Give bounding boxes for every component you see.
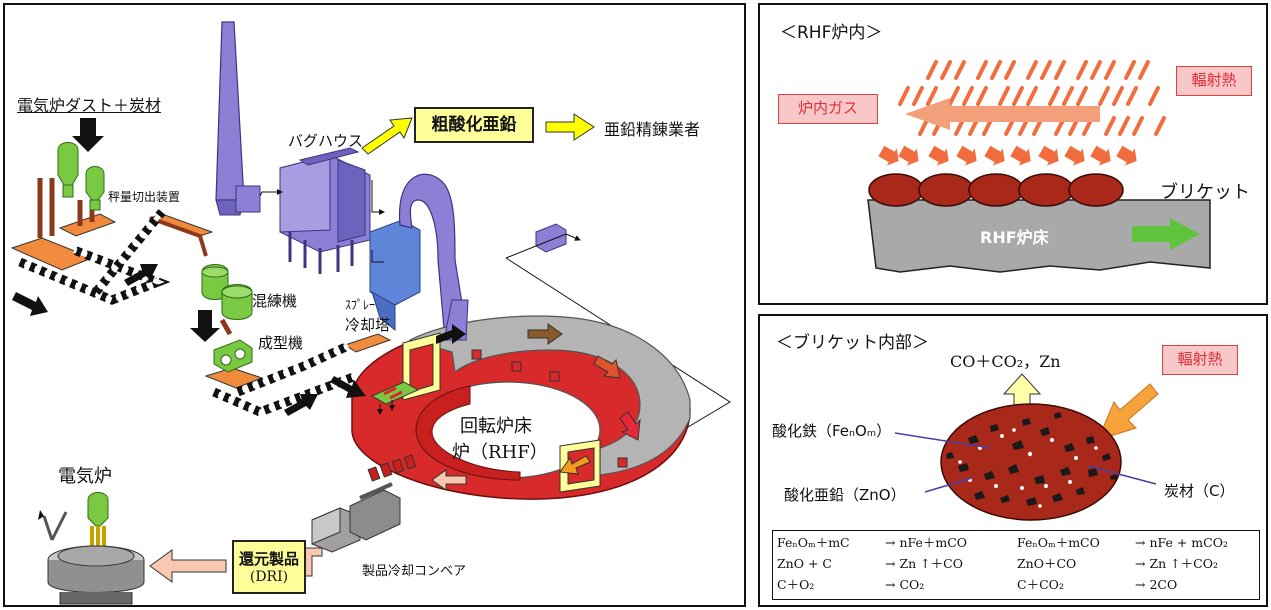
weigher-label: 秤量切出装置 bbox=[108, 190, 181, 204]
process-illustration bbox=[10, 21, 731, 605]
offgas-label: CO＋CO₂，Zn bbox=[950, 352, 1061, 371]
dri-label-1: 還元製品 bbox=[238, 550, 299, 568]
equation-4-lhs: ZnO＋CO bbox=[1017, 556, 1077, 571]
dri-label-2: (DRI) bbox=[249, 569, 289, 585]
equation-6-rhs: → 2CO bbox=[1135, 577, 1178, 592]
reaction-equations: FeₙOₘ＋mC → nFe＋mCO FeₙOₘ＋mCO → nFe + mCO… bbox=[772, 530, 1260, 600]
material-flow-arrows bbox=[12, 118, 466, 416]
spray-label-2: 冷却塔 bbox=[345, 316, 391, 334]
dri-box: 還元製品 (DRI) bbox=[232, 540, 306, 594]
pointer-lines bbox=[894, 432, 1157, 493]
equation-6-lhs: C＋CO₂ bbox=[1017, 577, 1064, 592]
chimney bbox=[215, 21, 261, 216]
equation-5-lhs: C＋O₂ bbox=[777, 577, 815, 592]
mixer-and-former bbox=[201, 264, 253, 373]
equation-4-rhs: → Zn ↑＋CO₂ bbox=[1135, 556, 1218, 571]
feed-label: 電気炉ダスト＋炭材 bbox=[17, 96, 162, 115]
crude-zno-box: 粗酸化亜鉛 bbox=[414, 107, 534, 143]
crude-zno-label: 粗酸化亜鉛 bbox=[431, 115, 517, 135]
radiant-heat-label-2: 輻射熱 bbox=[1177, 350, 1223, 368]
equation-5-rhs: → CO₂ bbox=[885, 577, 925, 592]
briquette-inside-illustration bbox=[894, 373, 1159, 521]
radiant-heat-label-1: 輻射熱 bbox=[1191, 71, 1237, 89]
furnace-gas-box: 炉内ガス bbox=[778, 94, 878, 124]
radiant-heat-box-2: 輻射熱 bbox=[1162, 345, 1238, 375]
rhf-offgas-duct bbox=[443, 299, 469, 341]
equation-1-rhs: → nFe＋mCO bbox=[885, 535, 968, 550]
heat-arrows-row bbox=[878, 145, 1137, 166]
rhf-hearth bbox=[867, 199, 1211, 273]
offgas-up-arrow bbox=[1002, 373, 1042, 409]
equation-1-lhs: FeₙOₘ＋mC bbox=[777, 535, 850, 550]
conveyor-label: 製品冷却コンベア bbox=[362, 564, 467, 579]
hearth-label: RHF炉床 bbox=[980, 228, 1049, 247]
furnace-gas-arrow bbox=[905, 98, 1100, 130]
electric-arc-furnace bbox=[38, 492, 145, 605]
rhf-label-2: 炉（RHF） bbox=[452, 442, 548, 463]
spray-label-1: ｽﾌﾟﾚｰ bbox=[345, 298, 376, 312]
rhf-inside-title: ＜RHF炉内＞ bbox=[780, 23, 883, 43]
zinc-oxide-label: 酸化亜鉛（ZnO） bbox=[784, 486, 906, 504]
rhf-inside-illustration bbox=[867, 60, 1211, 273]
feed-silos bbox=[57, 142, 105, 211]
briquette-inside-title: ＜ブリケット内部＞ bbox=[776, 333, 929, 353]
exhaust-fan bbox=[535, 223, 567, 253]
hearth-rotation-arrow bbox=[1132, 218, 1200, 250]
rhf-label-1: 回転炉床 bbox=[460, 416, 532, 437]
zinc-refiner-label: 亜鉛精錬業者 bbox=[604, 120, 701, 139]
mixer-label: 混練機 bbox=[252, 292, 298, 310]
furnace-gas-label: 炉内ガス bbox=[797, 99, 858, 117]
equation-3-rhs: → Zn ↑＋CO bbox=[885, 556, 963, 571]
eaf-label: 電気炉 bbox=[58, 466, 112, 487]
baghouse-label: バグハウス bbox=[288, 132, 364, 150]
rhf-furnace bbox=[351, 315, 691, 500]
former-label: 成型機 bbox=[258, 334, 304, 352]
iron-oxide-label: 酸化鉄（FeₙOₘ） bbox=[772, 422, 892, 440]
conveyor-lines bbox=[10, 178, 392, 417]
carbon-label: 炭材（C） bbox=[1164, 482, 1235, 500]
briquettes bbox=[868, 173, 1124, 207]
baghouse bbox=[279, 147, 371, 274]
equation-2-rhs: → nFe + mCO₂ bbox=[1135, 535, 1228, 550]
briquette-particles bbox=[946, 412, 1118, 508]
briquette-label: ブリケット bbox=[1160, 182, 1250, 203]
product-cooling-conveyor bbox=[311, 482, 401, 553]
briquette-cross-section bbox=[940, 403, 1122, 521]
radiant-heat-arrow bbox=[1097, 383, 1159, 441]
equation-3-lhs: ZnO + C bbox=[777, 556, 832, 571]
equation-2-lhs: FeₙOₘ＋mCO bbox=[1017, 535, 1100, 550]
radiant-heat-box-1: 輻射熱 bbox=[1176, 66, 1252, 96]
zinc-flow-arrows bbox=[361, 113, 595, 155]
